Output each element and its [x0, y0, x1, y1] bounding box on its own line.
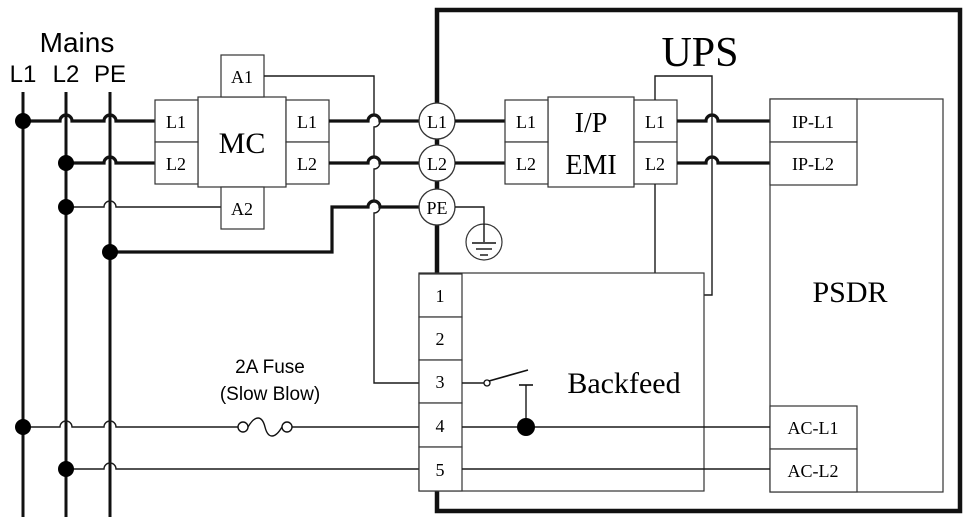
mc-in-l2-box	[154, 141, 199, 185]
backfeed-pin-5	[418, 446, 463, 492]
psdr-ip-l1-box	[769, 98, 858, 143]
mains-label-l2: L2	[53, 61, 80, 88]
fuse-icon	[237, 417, 293, 437]
backfeed-pin-3-label: 3	[436, 372, 445, 392]
emi-label-line1: I/P	[575, 108, 608, 139]
junction-l2-mid	[58, 155, 74, 171]
wire-a1-to-pin3	[264, 75, 419, 384]
switch-pivot	[483, 379, 491, 387]
wire-l1-to-mc	[23, 113, 155, 123]
switch-blade	[488, 369, 529, 382]
junction-switch	[517, 418, 535, 436]
mc-a1-label: A1	[231, 67, 253, 87]
psdr-ac-l1-box	[769, 405, 858, 450]
mc-label: MC	[219, 127, 266, 160]
junction-l1-top	[15, 113, 31, 129]
mc-in-l2-label: L2	[166, 154, 186, 174]
backfeed-pin-2-label: 2	[436, 329, 445, 349]
wire-emi-l1-to-psdr	[677, 113, 770, 123]
mc-out-l2-box	[285, 141, 330, 185]
mc-out-l1-label: L1	[297, 112, 317, 132]
psdr-ac-l2-box	[769, 448, 858, 493]
psdr-label: PSDR	[812, 276, 887, 309]
emi-in-l1-box	[504, 99, 549, 143]
ups-terminal-pe-label: PE	[426, 198, 447, 218]
mc-out-l2-label: L2	[297, 154, 317, 174]
psdr-ip-l2-box	[769, 141, 858, 186]
emi-in-l1-label: L1	[516, 112, 536, 132]
junction-l2-a2	[58, 199, 74, 215]
wire-pe-to-ground	[455, 206, 485, 224]
wire-l2-to-a2	[66, 200, 221, 208]
emi-label-line2: EMI	[565, 150, 616, 181]
fuse-label-line2: (Slow Blow)	[220, 384, 320, 405]
mc-in-l1-label: L1	[166, 112, 186, 132]
wire-l1-to-fuse	[23, 420, 238, 428]
emi-out-l2-box	[633, 141, 678, 185]
mc-a2-box	[220, 186, 265, 230]
backfeed-body	[418, 272, 705, 492]
backfeed-pin-5-label: 5	[436, 460, 445, 480]
backfeed-pin-1-label: 1	[436, 286, 445, 306]
fuse-label-line1: 2A Fuse	[235, 357, 305, 378]
emi-out-l1-label: L1	[645, 112, 665, 132]
wire-l2-to-pin5	[66, 462, 419, 470]
emi-in-l2-box	[504, 141, 549, 185]
backfeed-pin-1	[418, 273, 463, 318]
mains-title: Mains	[40, 27, 115, 58]
junction-pe	[102, 244, 118, 260]
psdr-ip-l1-label: IP-L1	[792, 112, 834, 132]
ups-terminal-l1-label: L1	[427, 112, 447, 132]
ground-icon	[465, 223, 503, 261]
psdr-ac-l2-label: AC-L2	[788, 461, 839, 481]
ups-title: UPS	[661, 30, 738, 76]
mains-label-pe: PE	[94, 61, 126, 88]
ups-enclosure	[434, 7, 963, 514]
emi-out-l1-box	[633, 99, 678, 143]
wire-emi-l2-to-psdr	[677, 155, 770, 165]
emi-in-l2-label: L2	[516, 154, 536, 174]
wire-mc-l1-to-ups	[329, 113, 419, 123]
backfeed-label: Backfeed	[567, 367, 680, 400]
backfeed-pin-4-label: 4	[436, 416, 445, 436]
psdr-ac-l1-label: AC-L1	[788, 418, 839, 438]
wire-mc-l2-to-ups	[329, 155, 419, 165]
backfeed-pin-2	[418, 316, 463, 361]
ups-terminal-l2-label: L2	[427, 154, 447, 174]
mc-a2-label: A2	[231, 199, 253, 219]
mc-in-l1-box	[154, 99, 199, 143]
junction-l2-bottom	[58, 461, 74, 477]
psdr-ip-l2-label: IP-L2	[792, 154, 834, 174]
emi-out-l2-label: L2	[645, 154, 665, 174]
mains-label-l1: L1	[10, 61, 37, 88]
wire-l2-to-mc	[66, 155, 155, 165]
junction-l1-bottom	[15, 419, 31, 435]
